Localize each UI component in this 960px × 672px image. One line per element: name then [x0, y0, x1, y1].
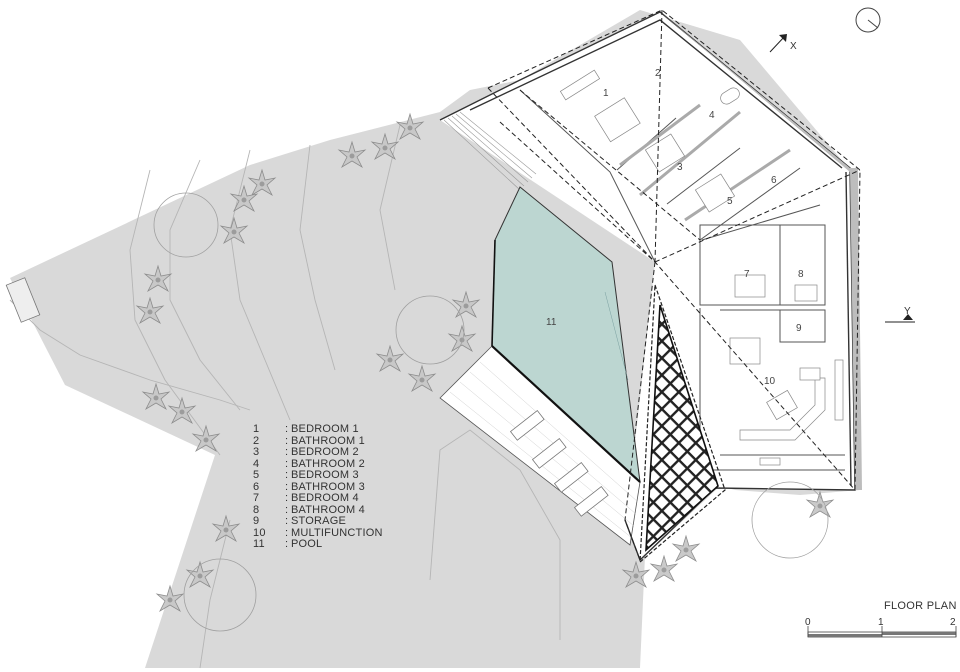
legend-room-name: POOL — [291, 538, 323, 550]
legend-number: 2 — [253, 434, 260, 447]
legend-room-name: BEDROOM 4 — [291, 492, 359, 504]
legend-number: 9 — [253, 515, 260, 527]
legend-separator: : — [285, 457, 289, 470]
legend-room-name: BATHROOM 2 — [291, 457, 365, 470]
section-marker-x: X — [769, 34, 797, 53]
legend-number: 7 — [253, 492, 260, 504]
legend-separator: : — [285, 469, 289, 481]
legend-number: 5 — [253, 469, 260, 481]
legend-separator: : — [285, 515, 289, 527]
legend-item: 4:BATHROOM 2 — [253, 457, 383, 471]
legend-separator: : — [285, 503, 289, 516]
bedroom-wing-walls — [519, 89, 821, 263]
legend-item: 7:BEDROOM 4 — [253, 492, 383, 505]
section-marker-y: Y — [885, 306, 915, 323]
legend-separator: : — [285, 434, 289, 447]
legend-item: 1:BEDROOM 1 — [253, 423, 383, 436]
room-label-10: 10 — [764, 376, 776, 387]
legend-number: 11 — [253, 538, 265, 550]
legend-item: 8:BATHROOM 4 — [253, 503, 383, 517]
legend-item: 3:BEDROOM 2 — [253, 446, 383, 459]
legend-separator: : — [285, 492, 289, 504]
room-label-8: 8 — [798, 269, 804, 280]
legend-number: 6 — [253, 480, 260, 493]
legend-separator: : — [285, 446, 289, 458]
room-label-7: 7 — [744, 269, 750, 280]
legend-room-name: BEDROOM 2 — [291, 446, 359, 458]
scale-label-0: 0 — [805, 617, 811, 628]
room-label-1: 1 — [603, 88, 609, 99]
legend-item: 11:POOL — [253, 538, 383, 551]
furniture — [559, 69, 844, 466]
roof-outline-dashed — [487, 9, 861, 561]
room-label-6: 6 — [771, 175, 777, 186]
legend-room-name: BATHROOM 4 — [291, 503, 365, 516]
legend-room-name: BATHROOM 1 — [291, 434, 365, 447]
axis-y-label: Y — [904, 306, 911, 317]
legend-separator: : — [285, 526, 289, 539]
legend-room-name: MULTIFUNCTION — [291, 526, 383, 539]
room-labels: 1 2 3 4 5 6 7 8 9 10 11 — [546, 68, 804, 387]
room-label-5: 5 — [727, 196, 733, 207]
sun-loungers — [509, 410, 609, 517]
legend-item: 10:MULTIFUNCTION — [253, 526, 383, 540]
legend-number: 3 — [253, 446, 260, 458]
lattice-screen — [645, 304, 719, 552]
room-label-2: 2 — [655, 68, 661, 79]
legend-separator: : — [285, 480, 289, 493]
scale-label-1: 1 — [878, 617, 884, 628]
compass-icon — [855, 7, 881, 33]
scale-label-2: 2 — [950, 617, 956, 628]
legend-number: 10 — [253, 526, 266, 539]
legend-room-name: STORAGE — [291, 515, 346, 527]
room-label-4: 4 — [709, 110, 715, 121]
legend-room-name: BEDROOM 1 — [291, 423, 359, 435]
drawing-title: FLOOR PLAN — [884, 600, 957, 612]
entry-steps — [443, 111, 537, 191]
room-label-3: 3 — [677, 162, 683, 173]
legend-room-name: BEDROOM 3 — [291, 469, 359, 481]
scale-bar — [807, 626, 957, 638]
legend-number: 8 — [253, 503, 260, 516]
legend-item: 6:BATHROOM 3 — [253, 480, 383, 494]
legend-separator: : — [285, 538, 289, 550]
legend-number: 1 — [253, 423, 260, 435]
legend-number: 4 — [253, 457, 260, 470]
legend-separator: : — [285, 423, 289, 435]
legend-item: 9:STORAGE — [253, 515, 383, 528]
tree-canopies — [153, 192, 829, 632]
axis-x-label: X — [790, 41, 797, 52]
room-label-11: 11 — [546, 317, 557, 328]
room-label-9: 9 — [796, 323, 802, 334]
building-footprint — [440, 12, 855, 560]
legend-room-name: BATHROOM 3 — [291, 480, 365, 493]
legend-item: 5:BEDROOM 3 — [253, 469, 383, 482]
site-marker-box — [5, 277, 41, 323]
legend-item: 2:BATHROOM 1 — [253, 434, 383, 448]
